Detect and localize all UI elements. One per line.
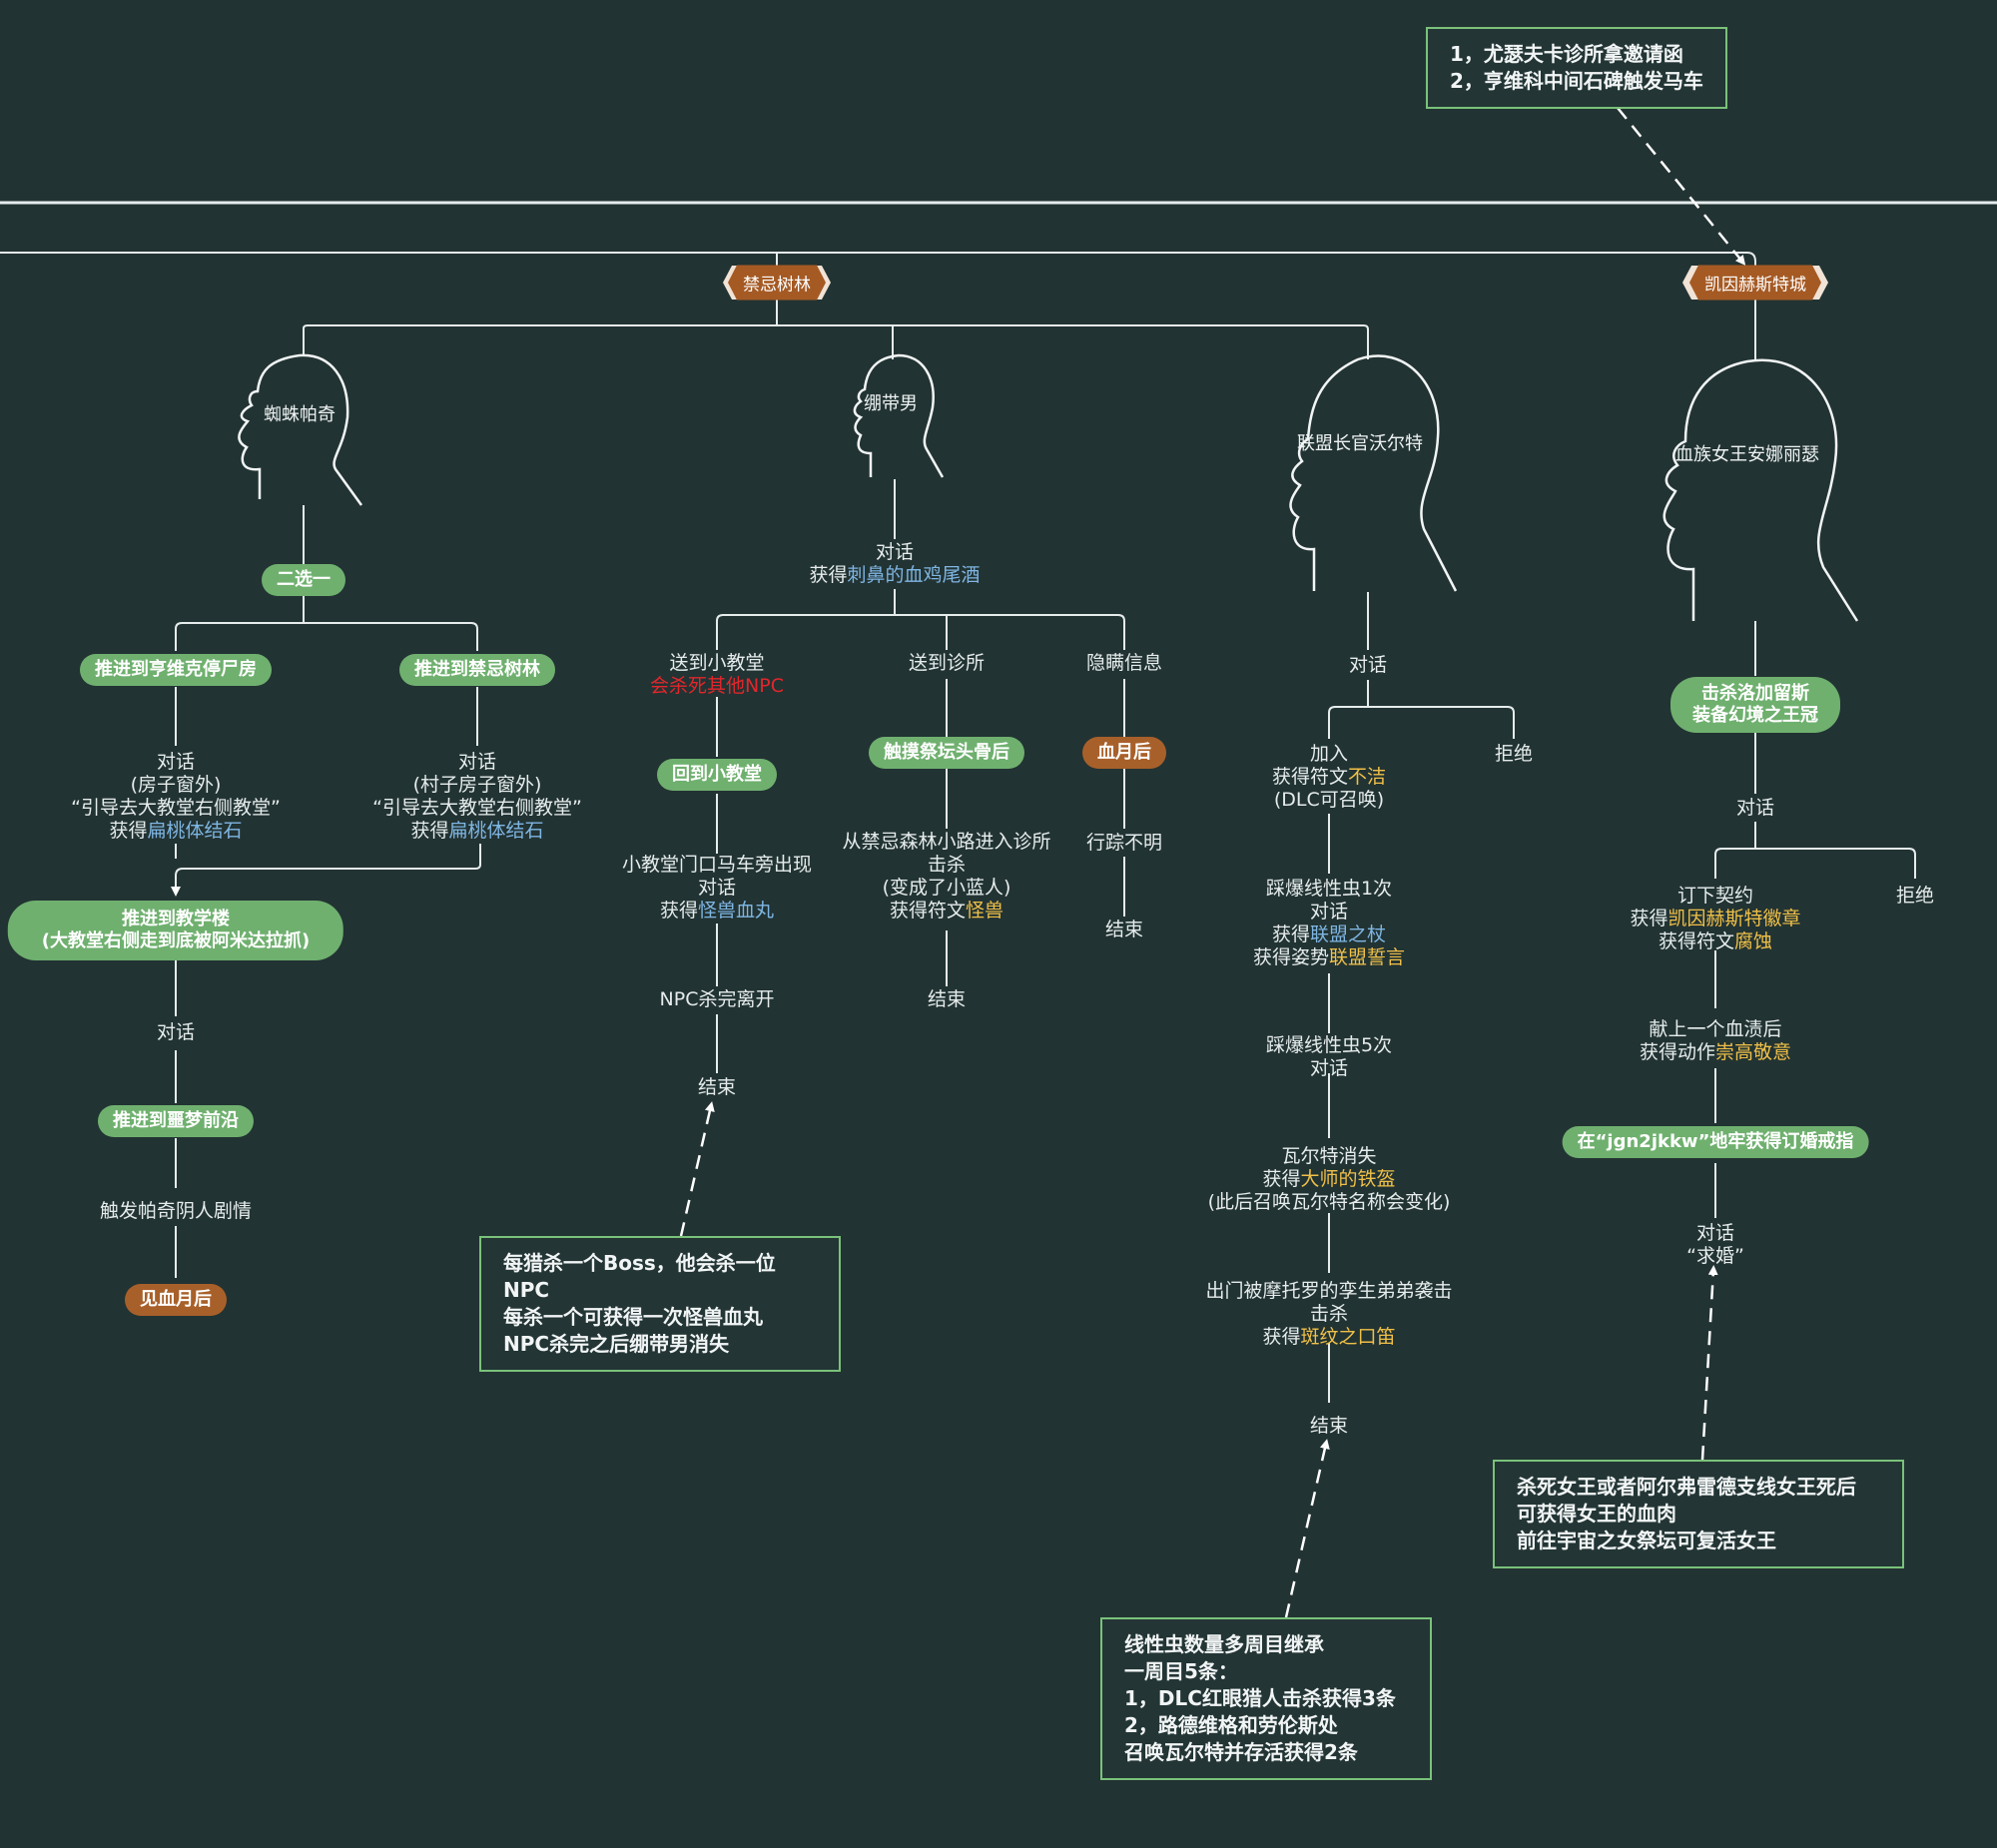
bandage-end-b: 结束 — [927, 988, 967, 1010]
back-to-chapel-pill[interactable]: 回到小教堂 — [657, 759, 777, 791]
engagement-ring-pill[interactable]: 在“jgn2jkkw”地牢获得订婚戒指 — [1562, 1126, 1869, 1158]
hide-info: 隐瞒信息 — [1085, 652, 1163, 674]
note-line: 一周目5条： — [1124, 1659, 1238, 1683]
note-line: 杀死女王或者阿尔弗雷德支线女王死后 — [1517, 1475, 1856, 1499]
offer-blood-dreg: 献上一个血渍后 获得动作崇高敬意 — [1639, 1018, 1792, 1063]
kill-logarius-pill[interactable]: 击杀洛加留斯 装备幻境之王冠 — [1670, 677, 1840, 733]
npc-league-valtr[interactable]: 联盟长官沃尔特 — [1297, 433, 1423, 454]
spider-ambush-event: 触发帕奇阴人剧情 — [99, 1200, 253, 1222]
bandage-end-a: 结束 — [697, 1076, 737, 1098]
note-queen-revive: 杀死女王或者阿尔弗雷德支线女王死后 可获得女王的血肉 前往宇宙之女祭坛可复活女王 — [1493, 1460, 1904, 1568]
option-hemwick-morgue[interactable]: 推进到亨维克停尸房 — [80, 654, 272, 686]
note-line: 每猎杀一个Boss，他会杀一位 — [503, 1251, 776, 1275]
note-line: NPC杀完之后绷带男消失 — [503, 1332, 730, 1356]
head-outline-bandage — [853, 353, 945, 478]
queen-contract: 订下契约 获得凯因赫斯特徽章 获得符文腐蚀 — [1630, 885, 1801, 952]
npc-done-leave: NPC杀完离开 — [659, 988, 775, 1010]
choose-one-pill[interactable]: 二选一 — [262, 564, 345, 596]
send-to-chapel: 送到小教堂 会杀死其他NPC — [650, 652, 784, 697]
note-line: 线性虫数量多周目继承 — [1124, 1632, 1324, 1656]
nightmare-frontier-pill[interactable]: 推进到噩梦前沿 — [98, 1105, 254, 1137]
blood-moon-pill[interactable]: 血月后 — [1082, 737, 1166, 769]
note-line: 可获得女王的血肉 — [1517, 1502, 1676, 1526]
valtr-join: 加入 获得符文不洁 (DLC可召唤) — [1271, 743, 1387, 811]
queen-talk: 对话 — [1735, 797, 1775, 819]
npc-spider-patches[interactable]: 蜘蛛帕奇 — [264, 404, 335, 425]
note-line: 2，亨维科中间石碑触发马车 — [1450, 69, 1703, 93]
valtr-talk: 对话 — [1348, 654, 1388, 676]
npc-queen-annalise[interactable]: 血族女王安娜丽瑟 — [1675, 444, 1819, 465]
lecture-building-pill[interactable]: 推进到教学楼 (大教堂右侧走到底被阿米达拉抓) — [7, 901, 344, 960]
note-arrow-bandage — [679, 1101, 715, 1237]
note-arrow-queen — [1700, 1265, 1718, 1461]
note-line: 2，路德维格和劳伦斯处 — [1124, 1713, 1338, 1737]
note-line: 1，DLC红眼猎人击杀获得3条 — [1124, 1686, 1396, 1710]
valtr-end: 结束 — [1309, 1415, 1349, 1437]
touch-altar-pill[interactable]: 触摸祭坛头骨后 — [869, 737, 1024, 769]
spider-talk: 对话 — [156, 1021, 196, 1043]
queen-refuse: 拒绝 — [1895, 885, 1935, 907]
note-line: 1，尤瑟夫卡诊所拿邀请函 — [1450, 42, 1683, 66]
valtr-gone: 瓦尔特消失 获得大师的铁盔 (此后召唤瓦尔特名称会变化) — [1207, 1145, 1451, 1213]
whereabouts-unknown: 行踪不明 — [1085, 832, 1163, 854]
note-line: 召唤瓦尔特并存活获得2条 — [1124, 1740, 1358, 1764]
area-tag-cainhurst[interactable]: 凯因赫斯特城 — [1689, 266, 1821, 301]
note-line: NPC — [503, 1278, 550, 1302]
head-outline-spider — [238, 353, 363, 506]
stomp-worm-five: 踩爆线性虫5次 对话 — [1265, 1034, 1393, 1079]
carriage-appear: 小教堂门口马车旁出现 对话 获得怪兽血丸 — [621, 854, 813, 922]
propose-talk: 对话 “求婚” — [1686, 1222, 1744, 1267]
npc-bandage-man[interactable]: 绷带男 — [864, 393, 918, 414]
note-invitation: 1，尤瑟夫卡诊所拿邀请函 2，亨维科中间石碑触发马车 — [1426, 27, 1727, 109]
send-to-clinic: 送到诊所 — [908, 652, 986, 674]
note-bandage-kills: 每猎杀一个Boss，他会杀一位 NPC 每杀一个可获得一次怪兽血丸 NPC杀完之… — [479, 1236, 841, 1372]
area-tag-forbidden-woods[interactable]: 禁忌树林 — [728, 266, 826, 301]
note-line: 每杀一个可获得一次怪兽血丸 — [503, 1305, 763, 1329]
stomp-worm-once: 踩爆线性虫1次 对话 获得联盟之杖 获得姿势联盟誓言 — [1252, 878, 1406, 968]
clinic-kill: 从禁忌森林小路进入诊所 击杀 (变成了小蓝人) 获得符文怪兽 — [842, 831, 1051, 922]
bandage-talk: 对话 获得刺鼻的血鸡尾酒 — [809, 541, 981, 586]
head-outline-valtr — [1289, 354, 1458, 592]
twins-ambush: 出门被摩托罗的孪生弟弟袭击 击杀 获得斑纹之口笛 — [1205, 1280, 1453, 1348]
bandage-end-c: 结束 — [1104, 919, 1144, 940]
note-arrow-worm — [1284, 1439, 1330, 1618]
valtr-refuse: 拒绝 — [1494, 743, 1534, 765]
spider-a-dialogue: 对话 (房子窗外) “引导去大教堂右侧教堂” 获得扁桃体结石 — [71, 751, 281, 842]
note-arrow-top-right — [1617, 107, 1746, 266]
option-forbidden-woods[interactable]: 推进到禁忌树林 — [399, 654, 555, 686]
after-blood-moon-pill[interactable]: 见血月后 — [125, 1284, 227, 1316]
head-outline-annalise — [1663, 358, 1859, 622]
note-line: 前往宇宙之女祭坛可复活女王 — [1517, 1529, 1776, 1552]
note-linear-worm: 线性虫数量多周目继承 一周目5条： 1，DLC红眼猎人击杀获得3条 2，路德维格… — [1100, 1617, 1432, 1780]
spider-b-dialogue: 对话 (村子房子窗外) “引导去大教堂右侧教堂” 获得扁桃体结石 — [372, 751, 582, 842]
